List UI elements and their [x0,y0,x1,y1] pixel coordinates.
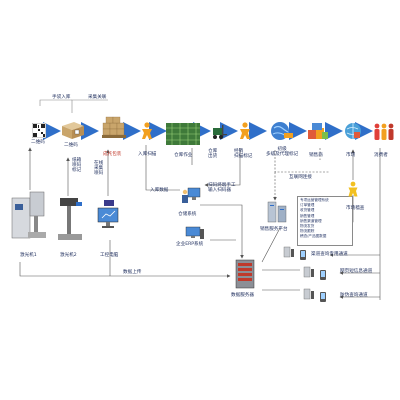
warehouse-photo [166,123,200,145]
label-consumer: 消费者 [374,153,388,158]
label-warehouse-out: 仓库 出货 [208,149,218,159]
query-terminal-2-icon [303,264,315,278]
query-phone-3-icon [318,288,328,302]
query-phone-2-icon [318,266,328,280]
database-server-icon [232,258,260,290]
label-inbound-data: 入库数据 [150,188,169,193]
query-terminal-1-icon [283,244,295,258]
label-data-upload: 数据上传 [123,270,142,275]
label-laser1: 激光机1 [20,253,37,258]
forklift-icon [209,124,227,140]
industrial-pc-icon [96,200,122,232]
platform-function-list: 专项运营管理系统订单管理收货管理销售管理销售渠道管理物流发货物流跟踪稽查/产品图… [297,196,353,246]
pallet-stack-icon [100,115,130,143]
label-mark-batch: 纸箱 喷码 标记 [72,158,82,173]
label-qr: 二维码 [31,140,45,145]
label-warehouse-sys: 仓储系统 [178,212,197,217]
label-logistics: 初级 多级及代理标记 [266,147,299,157]
platform-list-item: 专项运营管理系统 [300,198,329,202]
label-warehouse-op: 仓库作业 [174,153,193,158]
qr-code-icon [31,122,47,139]
label-query-channel-2: 网页短信息通道 [340,269,373,274]
erp-computer-icon [185,225,205,239]
query-terminal-3-icon [303,286,315,300]
warehouse-system-computer-icon [180,186,202,204]
sales-products-icon [306,120,330,142]
dealer-scan-person-icon [238,122,252,140]
label-query-channel-3: 防伪查询通道 [340,293,368,298]
inbound-scan-person-icon [140,122,154,140]
label-market: 市场 [346,153,356,158]
label-market-supervise: 市场稽查 [346,206,365,211]
label-collect-link: 采集关联 [88,95,107,100]
label-internet: 互联网连接 [289,175,312,180]
market-supervise-person-icon [347,181,359,197]
platform-list-item: 销售渠道管理 [300,218,322,223]
platform-list-item: 订单管理 [300,203,315,208]
label-laser2: 激光机2 [60,253,77,258]
market-globe-icon [344,122,362,140]
label-pallet: 成托包装 [103,152,122,157]
label-manual-stock: 手袋入库 [52,95,71,100]
label-erp: 企业ERP系统 [176,242,204,247]
platform-list-item: 收货管理 [300,208,315,213]
label-pc: 工控电脑 [100,253,119,258]
label-dealer-scan: 经销 扫描标记 [234,149,253,159]
label-scan-upload: 扫码终端手工 输入扫码器 [208,183,236,193]
platform-list-item: 稽查/产品图数据 [300,234,327,239]
platform-list-item: 物流跟踪 [300,229,315,234]
sales-platform-server-icon [266,200,288,224]
platform-list-item: 销售管理 [300,213,315,218]
laser-machine-1-icon [10,190,48,242]
carton-box-icon [60,120,86,140]
label-sales: 销售商 [309,153,323,158]
logistics-globe-icon [268,120,294,142]
label-db-server: 数据服务器 [231,293,254,298]
consumers-icon [372,122,396,142]
platform-list-item: 物流发货 [300,224,315,229]
label-box-qr: 二维码 [64,143,78,148]
label-query-channel-1: 渠道查询专用通道 [311,252,348,257]
label-pallet-mark: 在线 采集 喷码 [94,161,104,176]
query-phone-1-icon [298,246,308,260]
laser-machine-2-icon [56,196,84,242]
label-inbound-scan: 入库扫描 [138,152,157,157]
label-sales-platform: 销售服务平台 [260,227,288,232]
